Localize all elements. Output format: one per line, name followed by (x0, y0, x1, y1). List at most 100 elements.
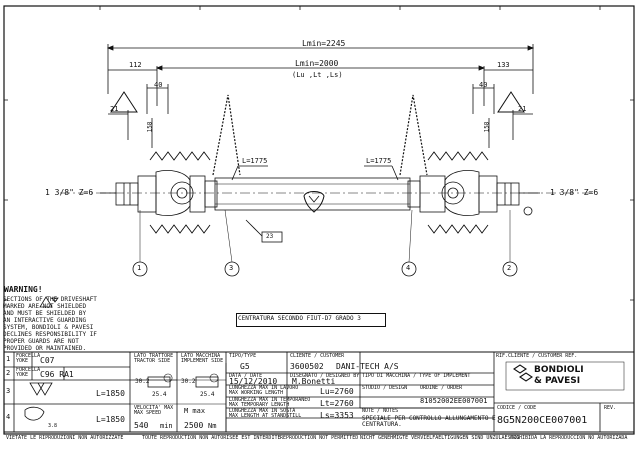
working-length-value: Lu=2760 (320, 387, 354, 396)
centering-note: CENTRATURA SECONDO FIUT-D7 GRADO 3 (238, 315, 361, 322)
right-safety-chain (399, 94, 428, 176)
date-value: 15/12/2010 (229, 377, 278, 386)
standstill-length-value: Ls=3353 (320, 411, 354, 420)
implement-type-label: TIPO DI MACCHINA / TYPE OF IMPLEMENT (362, 373, 471, 379)
footer-fr: TOUTE REPRODUCTION NON AUTORISEE EST INT… (142, 435, 281, 441)
footer-de: NICHT GENEHMIGTE VERVIELFAELTIGUNGEN SIN… (360, 435, 520, 441)
footer-es: PROHIBIDA LA REPRODUCCION NO AUTORIZADA (510, 435, 628, 441)
notes-label: NOTE / NOTES (362, 408, 399, 414)
max-speed-unit: min (160, 422, 173, 430)
dim-right-158: 158 (483, 121, 491, 133)
callout-circle-4 (401, 261, 417, 277)
dim-left-40: 40 (154, 81, 163, 89)
part-row-2-code: C96 RA1 (40, 370, 74, 379)
dim-right-21: 21 (518, 105, 527, 113)
callout-circle-1 (132, 261, 148, 277)
footer-en: REPRODUCTION NOT PERMITTED (280, 435, 359, 441)
sheet-frame (3, 5, 635, 435)
dim-lmin-inner: Lmin=2000 (295, 59, 339, 68)
right-warning-triangle (497, 91, 525, 113)
dim-right-offset: 133 (497, 61, 510, 69)
callout-circle-3 (224, 261, 240, 277)
part-row-4-num: 4 (6, 413, 11, 421)
max-torque-label: M max (184, 407, 206, 415)
order-value: 81052002EE007001 (420, 397, 488, 405)
warning-line-1: SECTIONS OF THE DRIVESHAFT (3, 296, 97, 303)
warning-line-6: DECLINES RESPONSIBILITY IF (3, 331, 97, 338)
max-speed-value: 540 (134, 421, 149, 430)
callout-2: 2 (507, 264, 512, 272)
dim-left-21: 21 (110, 105, 119, 113)
left-warning-triangle (110, 91, 138, 113)
customer-code: 3600502 (290, 362, 324, 371)
brand-name-line-2: & PAVESI (534, 376, 581, 386)
dim-left-158: 158 (146, 121, 154, 133)
warning-line-8: PROVIDED OR MAINTAINED. (3, 345, 87, 352)
dim-lmin-inner-sub: (Lu ,Lt ,Ls) (292, 71, 343, 79)
type-value: G5 (240, 362, 250, 371)
code-label: CODICE / CODE (497, 405, 537, 411)
warning-title: WARNING! (4, 285, 43, 294)
max-torque-unit: Nm (208, 422, 217, 430)
designed-by-label: DISEGNATO / DESIGNED BY (290, 373, 360, 379)
brand-name-line-1: BONDIOLI (534, 365, 584, 375)
part-row-1-num: 1 (6, 355, 11, 363)
designed-by-value: M.Bonetti (292, 377, 336, 386)
code-value: 8G5N200CE007001 (497, 415, 588, 426)
rev-label: REV. (604, 405, 617, 411)
left-safety-chain (212, 94, 241, 176)
warning-line-2: MARKED ARE NOT SHIELDED (3, 303, 87, 310)
design-label: STUDIO / DESIGN (362, 385, 408, 391)
warning-line-3: AND MUST BE SHIELDED BY (3, 310, 87, 317)
dim-right-40: 40 (479, 81, 488, 89)
max-torque-value: 2500 (184, 421, 204, 430)
tube2-outer-dim: 30.2 (181, 378, 196, 385)
part-row-3-num: 3 (6, 387, 11, 395)
part-row-1-code: C07 (40, 356, 55, 365)
tube-small-dim: 3.8 (48, 423, 58, 429)
part-row-3-length: L=1850 (96, 389, 125, 398)
order-label: ORDINE / ORDER (420, 385, 463, 391)
right-yoke-hub (496, 182, 520, 206)
dim-left-offset: 112 (129, 61, 142, 69)
customer-label: CLIENTE / CUSTOMER (290, 353, 345, 359)
spline-right: 1 3/8" Z=6 (550, 188, 599, 197)
date-label: DATA / DATE (229, 373, 263, 379)
callout-1: 1 (137, 264, 142, 272)
dim-lmin-total: Lmin=2245 (302, 39, 346, 48)
small-label: 23 (266, 233, 274, 240)
warning-line-5: SYSTEM, BONDIOLI & PAVESI (3, 324, 94, 331)
dim-right-l: L=1775 (366, 157, 392, 165)
left-yoke-hub (115, 182, 139, 206)
warning-line-7: PROPER GUARDS ARE NOT (3, 338, 79, 345)
warning-line-4: AN INTERACTIVE GUARDING (3, 317, 87, 324)
dim-left-l: L=1775 (242, 157, 268, 165)
type-label: TIPO/TYPE (229, 353, 257, 359)
centering-note-box (236, 313, 386, 327)
spline-left: 1 3/8" Z=6 (45, 188, 94, 197)
tube2-outer-r-dim: 25.4 (200, 391, 215, 398)
customer-name: DANI-TECH A/S (336, 362, 399, 371)
part-row-2-num: 2 (6, 369, 11, 377)
customer-ref-label: RIF.CLIENTE / CUSTOMER REF. (496, 353, 578, 359)
tube-outer-dim: 30.2 (135, 378, 150, 385)
temporary-length-value: Lt=2760 (320, 399, 354, 408)
footer-it: VIETATE LE RIPRODUZIONI NON AUTORIZZATE (6, 435, 124, 441)
part-row-4-length: L=1850 (96, 415, 125, 424)
callout-3: 3 (229, 264, 234, 272)
tube-outer-r-dim: 25.4 (152, 391, 167, 398)
callout-circle-2 (502, 261, 518, 277)
outer-tube-guard (214, 177, 411, 211)
brand-logo-icon (513, 364, 533, 382)
